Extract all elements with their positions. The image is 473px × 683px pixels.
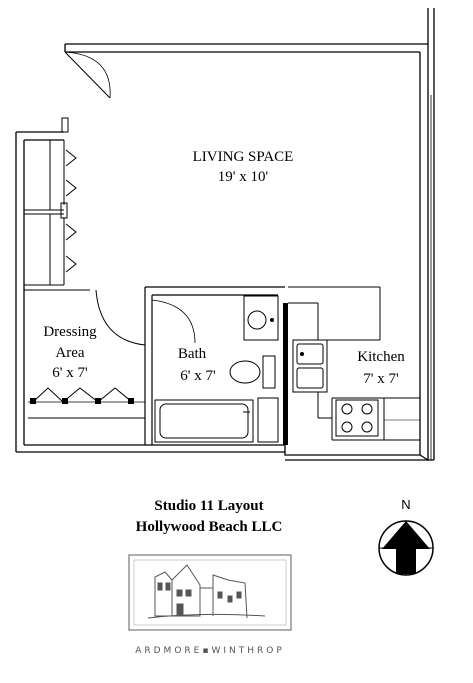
outer-walls <box>15 8 435 461</box>
dressing-size: 6' x 7' <box>52 365 88 381</box>
bath-size: 6' x 7' <box>180 368 216 384</box>
dressing-label-line2: Area <box>55 345 84 361</box>
bath-label: Bath <box>178 346 207 362</box>
caption-subtitle: Hollywood Beach LLC <box>136 519 283 535</box>
living-space-label: LIVING SPACE <box>193 149 294 165</box>
bath-fixtures <box>154 295 279 443</box>
closets <box>24 140 90 291</box>
dressing-label-line1: Dressing <box>43 324 97 340</box>
north-arrow-icon: N <box>378 497 434 576</box>
entry-door <box>61 51 111 133</box>
kitchen-label: Kitchen <box>357 349 405 365</box>
bath-kitchen-wall <box>283 303 288 445</box>
living-space-size: 19' x 10' <box>218 169 269 185</box>
ardmore-winthrop-logo <box>128 554 292 631</box>
logo-text: ARDMORE▪WINTHROP <box>135 646 285 656</box>
kitchen-size: 7' x 7' <box>363 371 399 387</box>
kitchen-fixtures <box>288 286 421 441</box>
bath-walls <box>144 286 285 445</box>
caption-title: Studio 11 Layout <box>154 498 263 514</box>
compass-label: N <box>401 497 410 512</box>
dressing-markers <box>30 398 134 404</box>
